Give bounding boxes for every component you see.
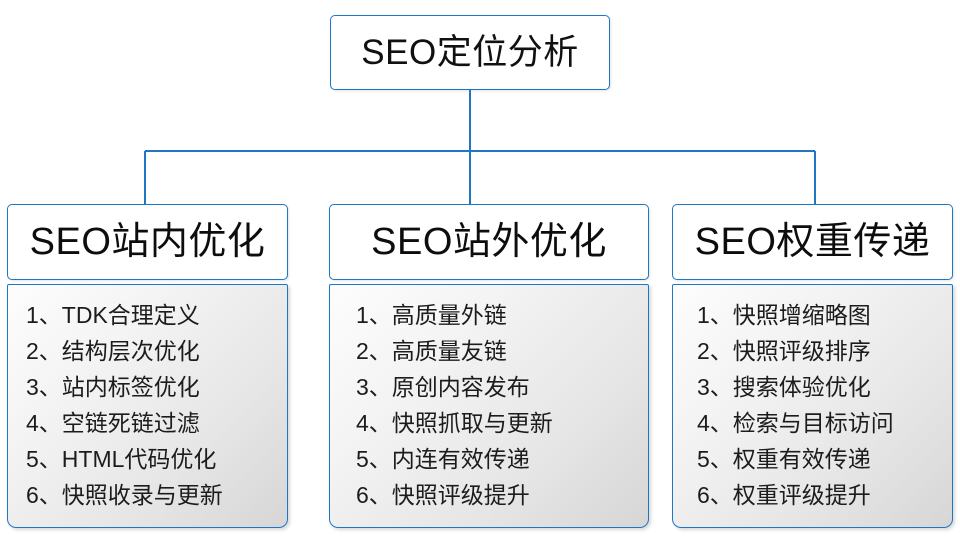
list-item: 3、站内标签优化	[26, 374, 200, 400]
list-item: 3、搜索体验优化	[697, 374, 871, 400]
list-item: 5、HTML代码优化	[26, 446, 217, 472]
branch-list-seo-weight: 1、快照增缩略图 2、快照评级排序 3、搜索体验优化 4、检索与目标访问 5、权…	[672, 284, 953, 528]
branch-list-seo-onsite: 1、TDK合理定义 2、结构层次优化 3、站内标签优化 4、空链死链过滤 5、H…	[7, 284, 288, 528]
branch-header-seo-weight[interactable]: SEO权重传递	[672, 204, 953, 280]
list-item: 3、原创内容发布	[356, 374, 530, 400]
list-item: 5、内连有效传递	[356, 446, 530, 472]
branch-header-seo-onsite[interactable]: SEO站内优化	[7, 204, 288, 280]
list-item: 2、结构层次优化	[26, 338, 200, 364]
branch-list-seo-offsite: 1、高质量外链 2、高质量友链 3、原创内容发布 4、快照抓取与更新 5、内连有…	[329, 284, 649, 528]
list-item: 1、快照增缩略图	[697, 302, 871, 328]
list-item: 1、TDK合理定义	[26, 302, 200, 328]
branch-column-seo-onsite: SEO站内优化 1、TDK合理定义 2、结构层次优化 3、站内标签优化 4、空链…	[7, 204, 288, 528]
list-item: 5、权重有效传递	[697, 446, 871, 472]
list-item: 2、快照评级排序	[697, 338, 871, 364]
branch-title: SEO站内优化	[29, 221, 266, 263]
list-item: 4、检索与目标访问	[697, 410, 894, 436]
branch-title: SEO权重传递	[694, 221, 931, 263]
list-item: 1、高质量外链	[356, 302, 507, 328]
list-item: 4、快照抓取与更新	[356, 410, 553, 436]
branch-column-seo-weight: SEO权重传递 1、快照增缩略图 2、快照评级排序 3、搜索体验优化 4、检索与…	[672, 204, 953, 528]
list-item: 6、权重评级提升	[697, 482, 871, 508]
branch-title: SEO站外优化	[371, 221, 607, 263]
list-item: 6、快照收录与更新	[26, 482, 223, 508]
branch-column-seo-offsite: SEO站外优化 1、高质量外链 2、高质量友链 3、原创内容发布 4、快照抓取与…	[329, 204, 649, 528]
root-node-title: SEO定位分析	[361, 33, 579, 72]
list-item: 6、快照评级提升	[356, 482, 530, 508]
root-node[interactable]: SEO定位分析	[330, 15, 610, 90]
list-item: 4、空链死链过滤	[26, 410, 200, 436]
list-item: 2、高质量友链	[356, 338, 507, 364]
branch-header-seo-offsite[interactable]: SEO站外优化	[329, 204, 649, 280]
